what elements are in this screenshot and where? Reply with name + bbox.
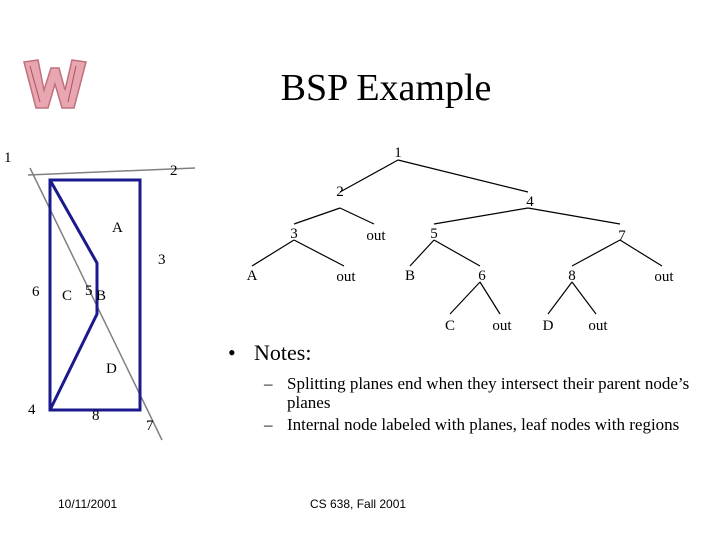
region-label-a: A — [112, 220, 123, 236]
tree-edges — [251, 159, 663, 315]
bullet-icon: • — [228, 340, 236, 365]
tree-node-2: 2 — [336, 184, 344, 200]
plane-label-5: 5 — [85, 283, 93, 299]
tree-node-3: 3 — [290, 226, 298, 242]
tree-node-5: 5 — [430, 226, 438, 242]
plane-label-7: 7 — [146, 418, 154, 434]
plane-label-4: 4 — [28, 402, 36, 418]
splitting-plane-line-2 — [27, 167, 196, 176]
region-label-d: D — [106, 361, 117, 377]
region-label-b: B — [96, 288, 106, 304]
university-logo-icon — [23, 59, 87, 109]
tree-leaf-b: B — [405, 268, 415, 284]
tree-node-7: 7 — [618, 228, 626, 244]
scene-polygon-edge — [48, 179, 99, 411]
list-item: –Internal node labeled with planes, leaf… — [264, 415, 698, 434]
notes-section: • Notes: –Splitting planes end when they … — [228, 340, 698, 437]
plane-label-1: 1 — [4, 150, 12, 166]
plane-label-2: 2 — [170, 163, 178, 179]
region-label-c: C — [62, 288, 72, 304]
tree-leaf-c: C — [445, 318, 455, 334]
slide-title: BSP Example — [280, 67, 492, 109]
tree-node-root-1: 1 — [394, 145, 402, 161]
dash-icon: – — [264, 415, 273, 434]
tree-leaf-d: D — [543, 318, 554, 334]
scene-rectangle — [48, 178, 142, 412]
plane-label-6: 6 — [32, 284, 40, 300]
notes-heading: Notes: — [254, 340, 312, 365]
footer-date: 10/11/2001 — [58, 497, 118, 511]
note-text-2: Internal node labeled with planes, leaf … — [287, 415, 680, 434]
tree-leaf-out-1: out — [366, 228, 386, 244]
note-text-1: Splitting planes end when they intersect… — [287, 374, 690, 412]
tree-leaf-out-5: out — [588, 318, 608, 334]
notes-list: –Splitting planes end when they intersec… — [228, 374, 698, 434]
tree-node-8: 8 — [568, 268, 576, 284]
tree-leaf-out-4: out — [492, 318, 512, 334]
tree-leaf-out-2: out — [336, 269, 356, 285]
list-item: –Splitting planes end when they intersec… — [264, 374, 698, 412]
tree-node-4: 4 — [526, 194, 534, 210]
plane-label-3: 3 — [158, 252, 166, 268]
dash-icon: – — [264, 374, 273, 393]
tree-leaf-out-3: out — [654, 269, 674, 285]
tree-node-6: 6 — [478, 268, 486, 284]
footer-course: CS 638, Fall 2001 — [310, 497, 407, 511]
tree-leaf-a: A — [247, 268, 258, 284]
notes-heading-row: • Notes: — [228, 340, 698, 366]
plane-label-8: 8 — [92, 408, 100, 424]
